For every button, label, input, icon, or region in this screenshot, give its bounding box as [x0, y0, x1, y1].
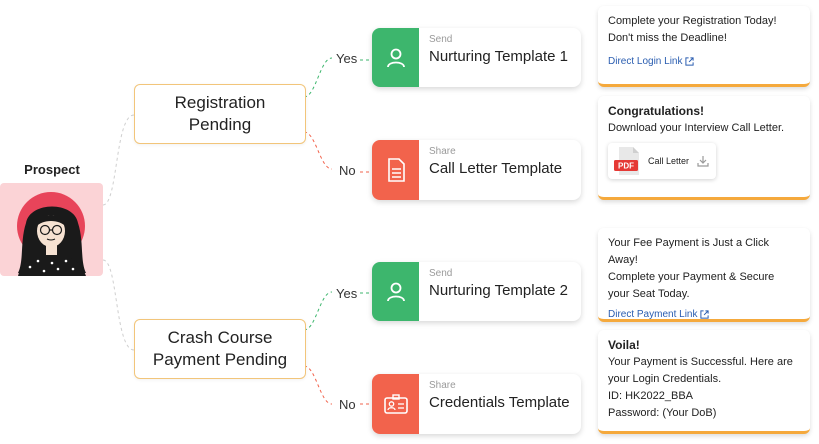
connector-no-1: [303, 131, 333, 170]
condition-line: Pending: [188, 115, 252, 134]
condition-registration-pending: Registration Pending: [134, 84, 306, 144]
message-title: Voila!: [608, 338, 640, 352]
direct-login-link[interactable]: Direct Login Link: [608, 53, 695, 70]
id-card-icon: [383, 394, 408, 414]
message-title: Congratulations!: [608, 104, 704, 118]
connector-yes-2: [303, 291, 333, 331]
message-line: Your Fee Payment is Just a Click Away!: [608, 237, 769, 266]
connector-prospect-crash-course: [102, 259, 135, 351]
template-action: Share: [429, 380, 456, 391]
woman-with-glasses-avatar-icon: [17, 192, 86, 276]
message-line: your Login Credentials.: [608, 373, 722, 385]
condition-line: Registration: [174, 93, 266, 112]
connector-no-2: [303, 365, 333, 405]
message-card-call-letter: Congratulations! Download your Interview…: [598, 96, 810, 200]
message-line: Complete your Registration Today!: [608, 15, 777, 27]
template-action: Share: [429, 146, 456, 157]
message-card-fee-payment: Your Fee Payment is Just a Click Away! C…: [598, 228, 810, 322]
document-icon: [387, 158, 405, 182]
direct-payment-link[interactable]: Direct Payment Link: [608, 306, 710, 323]
message-card-registration: Complete your Registration Today! Don't …: [598, 6, 810, 87]
template-icon-box: [372, 374, 419, 434]
template-action: Send: [429, 268, 453, 279]
pdf-attachment[interactable]: PDF Call Letter: [608, 143, 716, 179]
template-icon-box: [372, 28, 419, 87]
template-name: Call Letter Template: [429, 160, 563, 177]
message-line: Don't miss the Deadline!: [608, 32, 727, 44]
branch-label-no: No: [339, 163, 356, 178]
user-icon: [386, 282, 405, 301]
user-icon: [386, 48, 405, 67]
link-text: Direct Login Link: [608, 56, 683, 67]
prospect-avatar: [0, 183, 103, 276]
download-icon[interactable]: [697, 155, 709, 167]
prospect-label: Prospect: [24, 162, 80, 177]
condition-line: Payment Pending: [152, 350, 288, 369]
pdf-file-icon: PDF: [614, 147, 639, 175]
pdf-badge-text: PDF: [618, 162, 634, 171]
condition-line: Crash Course: [167, 328, 273, 347]
template-name: Nurturing Template 1: [429, 48, 568, 65]
template-card-nurturing-2[interactable]: Send Nurturing Template 2: [372, 262, 581, 321]
file-name: Call Letter: [648, 155, 690, 166]
message-line: ID: HK2022_BBA: [608, 390, 693, 402]
template-name: Nurturing Template 2: [429, 282, 568, 299]
external-link-icon: [685, 57, 695, 66]
condition-crash-course-payment-pending: Crash Course Payment Pending: [134, 319, 306, 379]
template-card-nurturing-1[interactable]: Send Nurturing Template 1: [372, 28, 581, 87]
connector-yes-1: [303, 57, 333, 98]
template-icon-box: [372, 262, 419, 321]
branch-label-yes: Yes: [336, 286, 358, 301]
message-card-credentials: Voila! Your Payment is Successful. Here …: [598, 330, 810, 434]
template-name: Credentials Template: [429, 394, 570, 411]
template-card-call-letter[interactable]: Share Call Letter Template: [372, 140, 581, 200]
branch-label-no: No: [339, 397, 356, 412]
link-text: Direct Payment Link: [608, 309, 698, 320]
template-icon-box: [372, 140, 419, 200]
template-action: Send: [429, 34, 453, 45]
message-line: your Seat Today.: [608, 288, 690, 300]
message-line: Download your Interview Call Letter.: [608, 122, 785, 134]
connector-prospect-registration: [102, 114, 135, 206]
message-line: Complete your Payment & Secure: [608, 271, 775, 283]
message-line: Your Payment is Successful. Here are: [608, 356, 793, 368]
message-line: Password: (Your DoB): [608, 407, 717, 419]
branch-label-yes: Yes: [336, 51, 358, 66]
external-link-icon: [700, 310, 710, 319]
template-card-credentials[interactable]: Share Credentials Template: [372, 374, 581, 434]
